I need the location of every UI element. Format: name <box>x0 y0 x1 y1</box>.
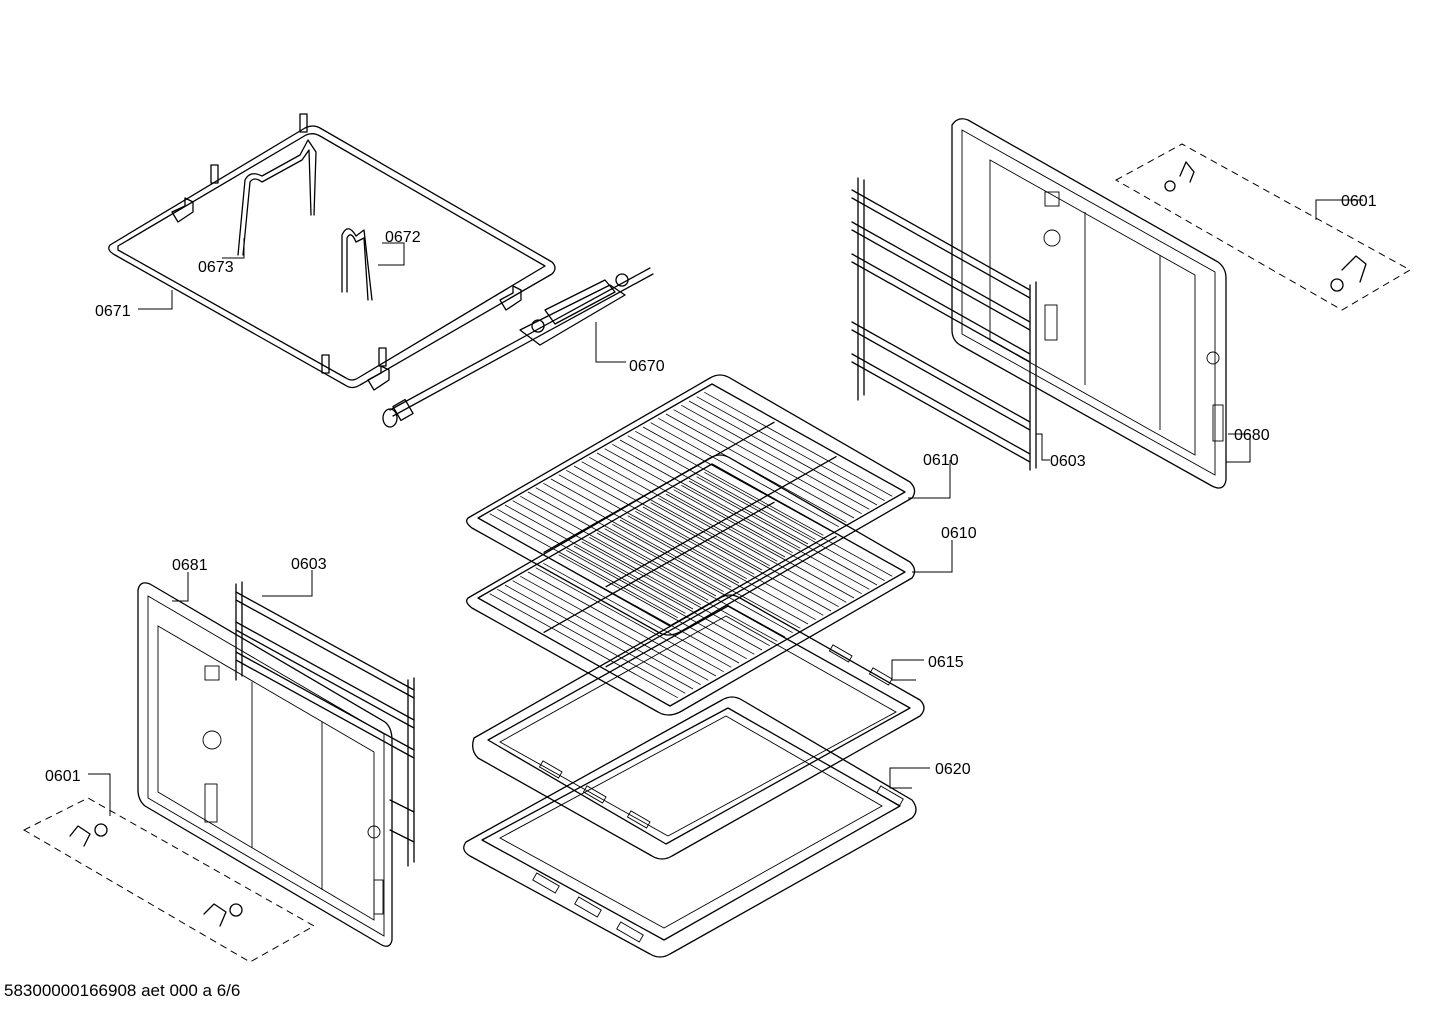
label-0615: 0615 <box>928 654 964 671</box>
drawing-reference-number: 58300000166908 aet 000 a 6/6 <box>4 981 241 1000</box>
shelf-rails-right-0603 <box>851 177 1037 471</box>
spit-fork-0672 <box>341 228 373 301</box>
label-0680: 0680 <box>1234 427 1270 444</box>
rotisserie-spit-0670 <box>382 267 654 428</box>
spit-fork-0673 <box>237 139 317 256</box>
label-0601-top: 0601 <box>1341 193 1377 210</box>
fastener-set-bottom-0601 <box>22 797 316 963</box>
label-0673: 0673 <box>198 259 234 276</box>
label-0603-right: 0603 <box>1050 453 1086 470</box>
side-panel-right-0680 <box>951 118 1227 489</box>
deep-pan-0620 <box>463 696 917 958</box>
label-0601-bottom: 0601 <box>45 768 81 785</box>
wire-rack-lower-0610 <box>466 454 916 716</box>
label-0670: 0670 <box>629 358 665 375</box>
side-panel-left-0681 <box>137 582 393 947</box>
baking-tray-0615 <box>472 594 925 860</box>
label-0620: 0620 <box>935 761 971 778</box>
label-0603-left: 0603 <box>291 556 327 573</box>
label-0672: 0672 <box>385 229 421 246</box>
wire-rack-upper-0610 <box>466 374 916 636</box>
label-0671: 0671 <box>95 303 131 320</box>
fastener-set-top-0601 <box>1114 143 1412 311</box>
label-0610-upper: 0610 <box>923 452 959 469</box>
label-0610-lower: 0610 <box>941 525 977 542</box>
label-0681: 0681 <box>172 557 208 574</box>
shelf-rails-left-0603 <box>235 581 415 867</box>
rotisserie-frame <box>108 113 556 391</box>
